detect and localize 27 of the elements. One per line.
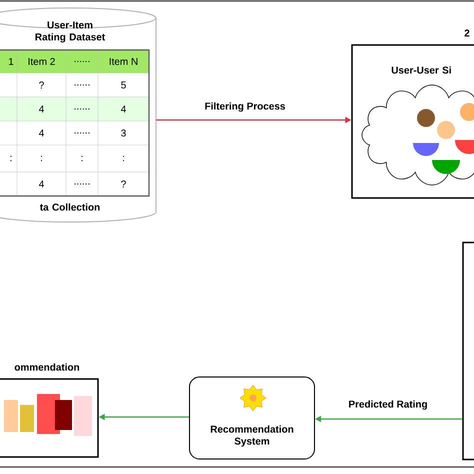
- table-header: ......: [74, 60, 90, 62]
- table-cell: 4: [38, 106, 44, 112]
- table-cell: ......: [74, 132, 90, 134]
- table-cell: :: [41, 156, 42, 162]
- table-cell: :: [10, 156, 12, 162]
- panel-box: [462, 242, 474, 460]
- node-label: 2: [464, 30, 470, 36]
- edge-label: Filtering Process: [204, 101, 286, 113]
- table-cell: 4: [38, 130, 44, 136]
- table-cell: ......: [74, 183, 90, 185]
- edge-label: Predicted Rating: [347, 399, 429, 411]
- table-cell: 4: [120, 106, 126, 112]
- node-label: ommendation: [14, 363, 80, 371]
- table-cell: ?: [121, 180, 126, 188]
- table-header: Item N: [110, 58, 138, 65]
- panel-box: ommendation: [0, 363, 99, 458]
- table-header: Item 2: [28, 58, 55, 66]
- table-cell: 5: [121, 82, 126, 88]
- table-cell: 4: [38, 180, 44, 188]
- panel-box: 2 User-User Si: [351, 30, 474, 199]
- table-cell: 3: [121, 129, 126, 137]
- table-header: 1: [9, 58, 14, 65]
- table-cell: ......: [74, 108, 90, 110]
- table-cell: ?: [39, 82, 44, 88]
- system-box: Recommendation System: [189, 376, 315, 460]
- table-cell: ......: [74, 84, 90, 86]
- table-cell: :: [123, 156, 124, 162]
